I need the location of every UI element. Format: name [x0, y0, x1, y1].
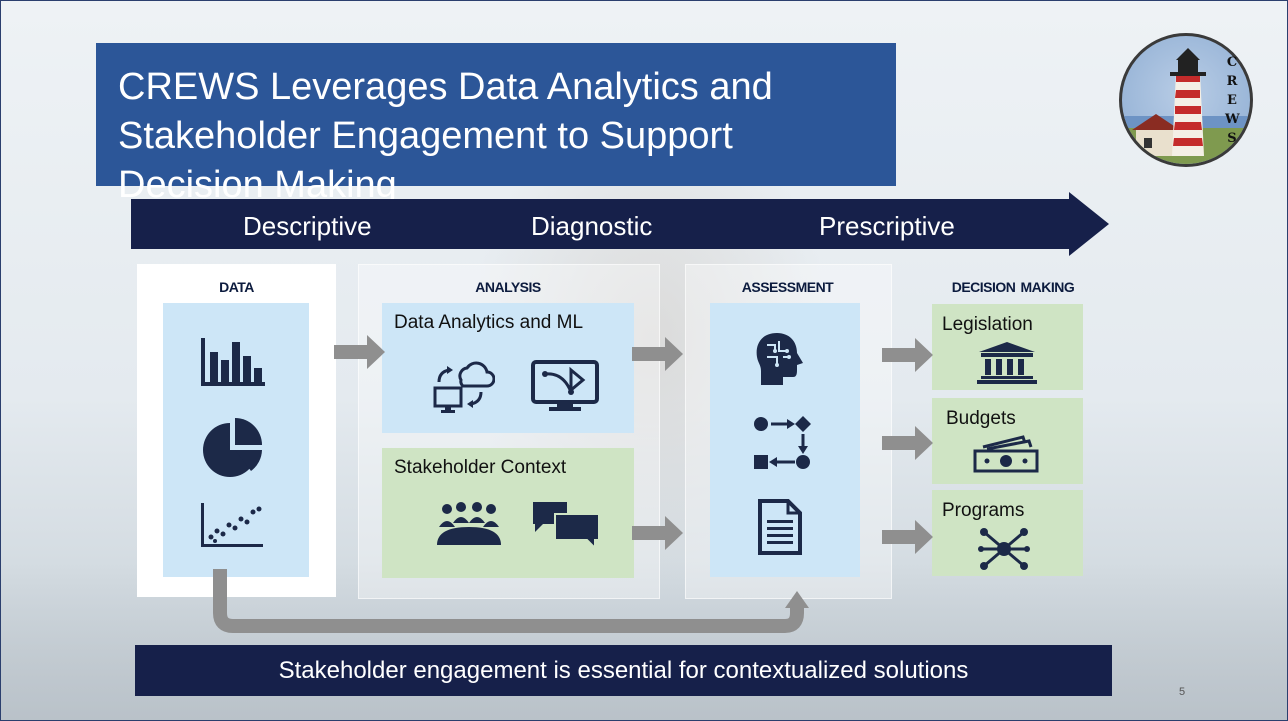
- stage-diagnostic: Diagnostic: [531, 211, 653, 241]
- data-analytics-box: [382, 303, 634, 433]
- logo-letter: R: [1226, 74, 1238, 89]
- decision-heading: Decision Making: [951, 275, 1075, 297]
- meeting-group-icon: [437, 502, 501, 545]
- title-box: [96, 43, 896, 186]
- cloud-sync-icon: [433, 361, 495, 413]
- logo-letter: S: [1227, 131, 1237, 146]
- crews-logo: [1119, 33, 1253, 167]
- footer-message: Stakeholder engagement is essential for …: [278, 657, 969, 684]
- footer-banner: [135, 645, 1112, 696]
- money-bills-icon: [973, 435, 1039, 473]
- chat-bubbles-icon: [533, 502, 600, 548]
- programs-label: Programs: [942, 500, 1025, 521]
- logo-letter: E: [1227, 93, 1237, 108]
- data-heading: Data: [219, 275, 254, 297]
- stakeholder-context-label: Stakeholder Context: [394, 457, 567, 478]
- lighthouse-icon: [1122, 48, 1250, 164]
- assessment-heading: Assessment: [741, 275, 834, 297]
- scatter-plot-icon: [201, 503, 263, 547]
- bar-chart-icon: [201, 338, 265, 386]
- logo-letter: C: [1226, 55, 1238, 70]
- government-building-icon: [977, 342, 1037, 384]
- analytics-stage-arrow: [131, 192, 1109, 256]
- page-number: 5: [1179, 686, 1186, 698]
- legislation-label: Legislation: [942, 314, 1033, 335]
- brain-head-icon: [756, 333, 803, 385]
- stage-descriptive: Descriptive: [243, 211, 372, 241]
- network-hub-icon: [978, 528, 1030, 570]
- process-flow-icon: [754, 416, 811, 469]
- pie-chart-icon: [203, 418, 262, 477]
- slide-title: CREWS Leverages Data Analytics and Stake…: [118, 66, 773, 206]
- analysis-heading: Analysis: [475, 275, 541, 297]
- logo-letter: W: [1225, 112, 1240, 127]
- programs-box: [932, 490, 1083, 576]
- stage-prescriptive: Prescriptive: [819, 211, 955, 241]
- document-icon: [758, 499, 802, 555]
- monitor-chart-icon: [531, 360, 599, 411]
- data-analytics-label: Data Analytics and ML: [394, 312, 584, 333]
- budgets-label: Budgets: [946, 408, 1016, 429]
- logo-letters: C R E W S: [1225, 53, 1240, 148]
